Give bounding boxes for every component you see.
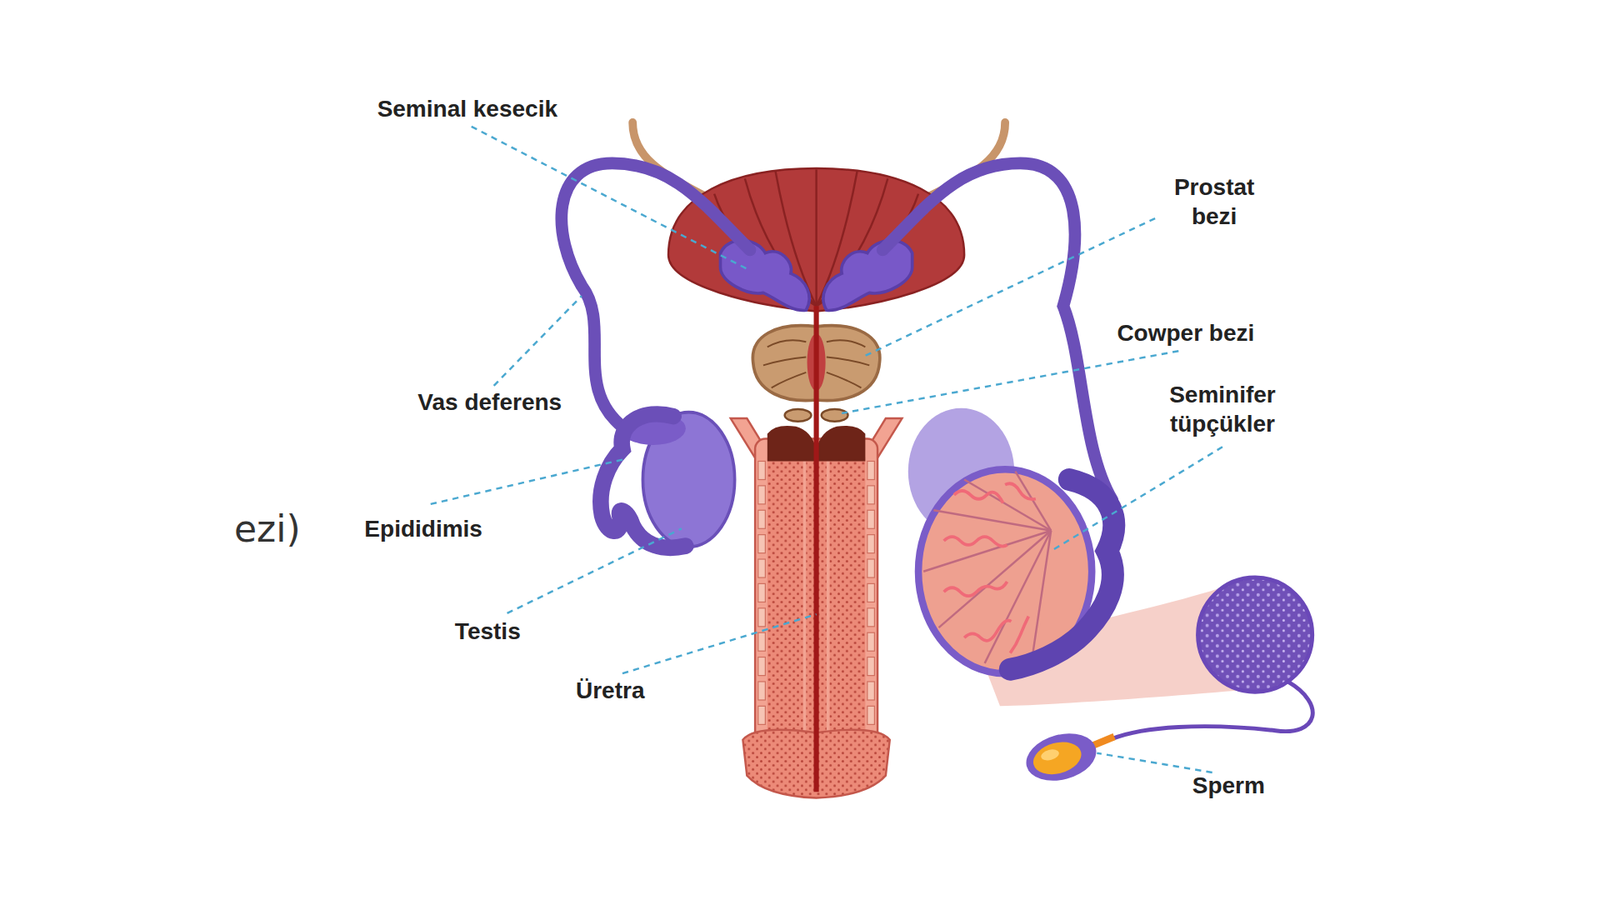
sperm xyxy=(1040,747,1060,763)
organ-label: Seminal kesecik xyxy=(375,92,560,124)
tubule-section xyxy=(1198,577,1313,692)
bladder xyxy=(668,168,965,311)
vas-deferens xyxy=(561,163,750,429)
penis xyxy=(867,705,875,725)
urethra xyxy=(814,305,820,792)
testis-section xyxy=(939,530,1052,628)
sperm xyxy=(1020,725,1102,788)
cowper-gland xyxy=(821,409,849,422)
seminal-vesicle xyxy=(823,240,913,310)
leader-line xyxy=(1096,753,1212,773)
prostate xyxy=(826,372,862,388)
leader-line xyxy=(841,350,1179,414)
penis xyxy=(758,559,766,578)
leader-line xyxy=(430,459,625,505)
penis xyxy=(758,510,766,529)
penis xyxy=(867,583,875,602)
vas-deferens xyxy=(561,163,1113,500)
prostate xyxy=(826,357,870,366)
testis-section xyxy=(964,620,1011,641)
leader-line xyxy=(507,528,682,614)
testis-section xyxy=(1015,471,1051,531)
testis-section xyxy=(954,490,1004,504)
testis-section xyxy=(944,536,1008,546)
penis xyxy=(758,535,766,554)
organ-label: Üretra xyxy=(573,674,647,705)
penis xyxy=(758,485,766,505)
penis xyxy=(867,559,875,578)
penis xyxy=(867,460,875,480)
testis-section xyxy=(1010,480,1114,670)
penis xyxy=(758,583,766,602)
leader-line xyxy=(471,126,750,271)
organ-label: Testis xyxy=(452,615,524,646)
penis xyxy=(758,681,766,700)
leader-line xyxy=(1050,446,1223,551)
sperm xyxy=(1112,681,1314,740)
bladder xyxy=(668,168,965,311)
leader-line xyxy=(862,218,1155,358)
penis xyxy=(758,632,766,651)
prostate xyxy=(767,340,807,347)
penis xyxy=(758,460,766,480)
penis xyxy=(867,657,875,676)
testis-left xyxy=(600,412,735,549)
sperm xyxy=(1091,736,1115,746)
organ-label: Sperm xyxy=(1190,769,1268,800)
penis xyxy=(830,457,866,741)
testis-section xyxy=(1010,616,1029,654)
penis xyxy=(867,632,875,651)
organ-label: Vas deferens xyxy=(415,386,565,418)
testis-section xyxy=(944,483,1036,653)
testis-section xyxy=(923,530,1051,572)
penis xyxy=(758,608,766,627)
organ-label: Cowper bezi xyxy=(1114,317,1257,349)
prostate xyxy=(763,357,806,366)
cowper-gland xyxy=(785,409,812,422)
prostate xyxy=(826,340,866,347)
penis xyxy=(758,657,766,676)
testis-section xyxy=(923,471,1051,669)
penis xyxy=(867,535,875,554)
leader-line xyxy=(430,126,1223,773)
bladder xyxy=(815,169,817,306)
organ-label: Seminifer tüpçükler xyxy=(1166,379,1279,440)
sperm xyxy=(1020,725,1102,788)
organ-label: Prostat bezi xyxy=(1171,171,1257,232)
penis xyxy=(867,485,875,505)
testis-section xyxy=(1005,483,1036,500)
testis-left xyxy=(600,414,686,548)
testis-section xyxy=(944,581,1008,596)
seminal-vesicle xyxy=(720,240,810,310)
penis xyxy=(867,681,875,700)
sperm xyxy=(1020,681,1313,789)
fragment-text: ezi) xyxy=(231,505,304,553)
leader-line xyxy=(494,295,582,386)
testis-section xyxy=(918,469,1115,674)
prostate xyxy=(771,372,807,388)
leader-line xyxy=(622,614,817,674)
testis-section xyxy=(964,480,1051,531)
penis xyxy=(767,457,804,741)
sperm xyxy=(1030,736,1085,780)
organ-label: Epididimis xyxy=(361,513,485,545)
penis xyxy=(758,705,766,725)
penis xyxy=(867,608,875,627)
penis xyxy=(867,510,875,529)
